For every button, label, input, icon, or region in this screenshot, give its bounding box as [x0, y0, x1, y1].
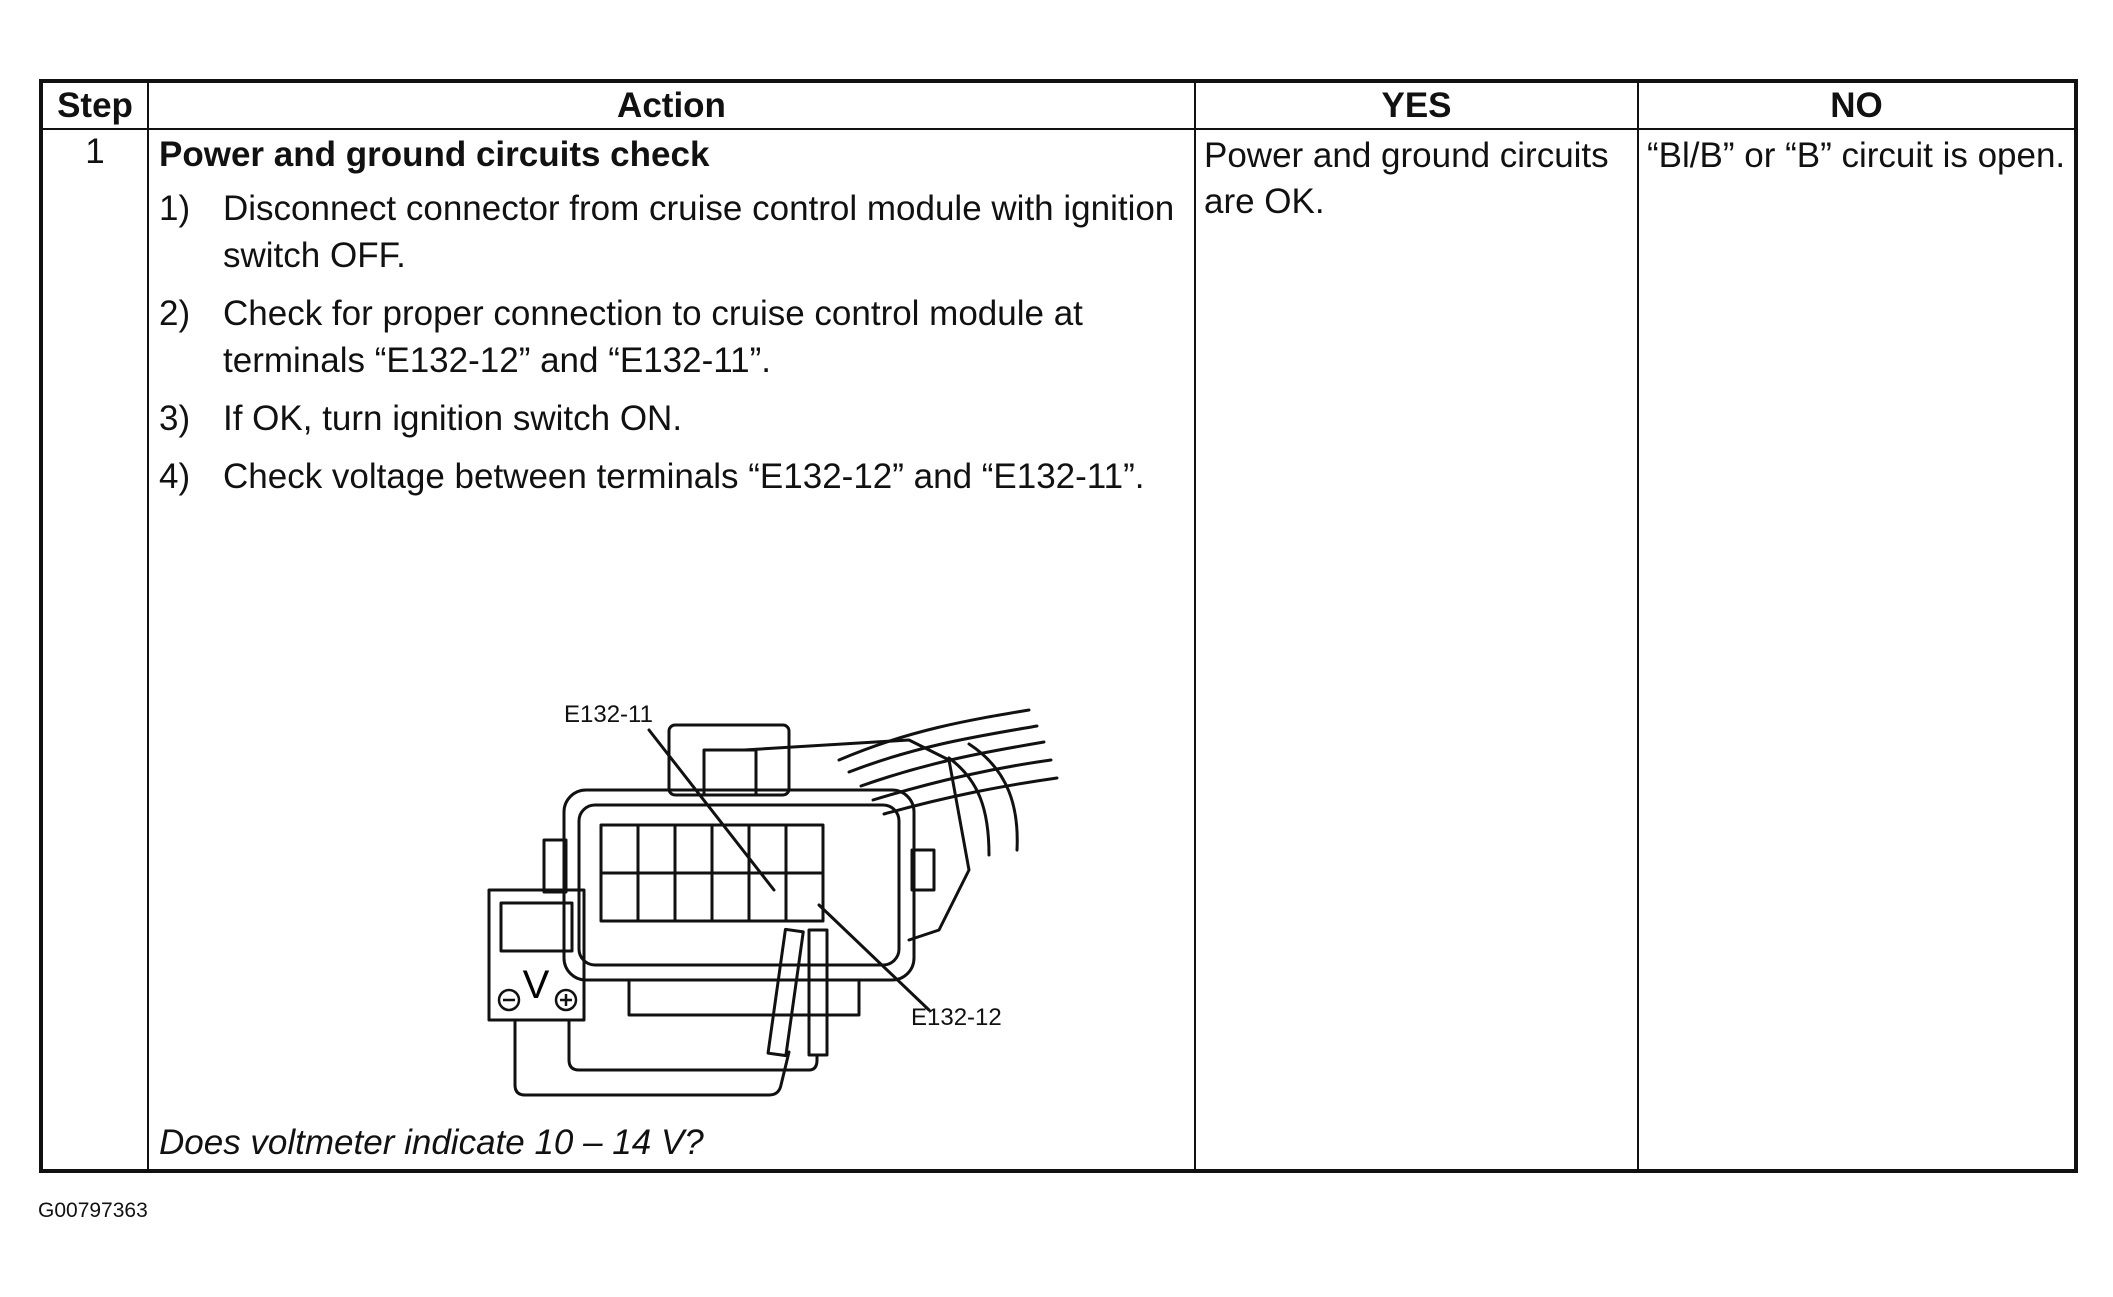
- test-lead-positive: [567, 1018, 819, 1072]
- connector-face-inner: [577, 803, 901, 967]
- diagnostic-question: Does voltmeter indicate 10 – 14 V?: [159, 1123, 704, 1162]
- test-lead-negative: [513, 1018, 791, 1097]
- connector-lock-slot: [702, 748, 758, 797]
- harness-wire: [859, 740, 1046, 788]
- header-yes: YES: [1196, 83, 1639, 130]
- connector-rear-housing: [742, 738, 971, 942]
- action-step-3: 3) If OK, turn ignition switch ON.: [159, 395, 1184, 442]
- meter-unit-label: V: [523, 963, 550, 1007]
- meter-negative-terminal: [497, 988, 521, 1012]
- action-steps: 1) Disconnect connector from cruise cont…: [159, 185, 1184, 500]
- probe-right: [807, 928, 829, 1057]
- step-text: Check voltage between terminals “E132-12…: [223, 457, 1145, 496]
- connector-latch-left: [542, 838, 568, 894]
- step-index: 4): [159, 457, 191, 496]
- action-cell: Power and ground circuits check 1) Disco…: [149, 130, 1196, 1169]
- connector-face-outer: [562, 788, 916, 982]
- yes-result: Power and ground circuits are OK.: [1196, 130, 1639, 1169]
- harness-wire: [967, 742, 1019, 852]
- no-result: “Bl/B” or “B” circuit is open.: [1647, 136, 2066, 175]
- diagnostic-table: Step Action YES NO 1 Power and ground ci…: [39, 79, 2078, 1173]
- connector-latch-right: [910, 848, 936, 892]
- action-title: Power and ground circuits check: [159, 135, 710, 174]
- callout-line-e132-11: [647, 728, 776, 892]
- connector-lock-tab: [667, 723, 791, 797]
- action-step-4: 4) Check voltage between terminals “E132…: [159, 453, 1184, 500]
- callout-label-e132-11: E132-11: [564, 701, 653, 728]
- step-index: 1): [159, 189, 191, 228]
- header-no: NO: [1639, 83, 2074, 130]
- harness-wire: [837, 708, 1031, 762]
- connector-lower-shroud: [627, 978, 861, 1017]
- action-step-1: 1) Disconnect connector from cruise cont…: [159, 185, 1184, 279]
- step-index: 2): [159, 294, 191, 333]
- step-index: 3): [159, 399, 191, 438]
- connector-diagram: V E132-11 E132-12: [487, 701, 1059, 1097]
- meter-positive-terminal: [554, 988, 578, 1012]
- step-text: If OK, turn ignition switch ON.: [223, 399, 683, 438]
- harness-wire: [871, 758, 1053, 802]
- harness-wire: [847, 724, 1039, 774]
- harness-wire: [947, 756, 991, 857]
- voltmeter-display: [499, 901, 574, 953]
- voltmeter-body: [487, 888, 586, 1022]
- header-step: Step: [43, 83, 149, 130]
- probe-left: [766, 927, 805, 1058]
- callout-line-e132-12: [817, 903, 931, 1012]
- connector-voltmeter-illustration: V E132-11 E132-12: [149, 640, 1194, 1160]
- step-number: 1: [43, 130, 149, 1169]
- step-text: Check for proper connection to cruise co…: [223, 294, 1083, 380]
- figure-code: G00797363: [38, 1199, 148, 1222]
- header-action: Action: [149, 83, 1196, 130]
- step-text: Disconnect connector from cruise control…: [223, 189, 1175, 275]
- callout-label-e132-12: E132-12: [911, 1004, 1002, 1031]
- action-step-2: 2) Check for proper connection to cruise…: [159, 290, 1184, 384]
- harness-wire: [882, 776, 1059, 816]
